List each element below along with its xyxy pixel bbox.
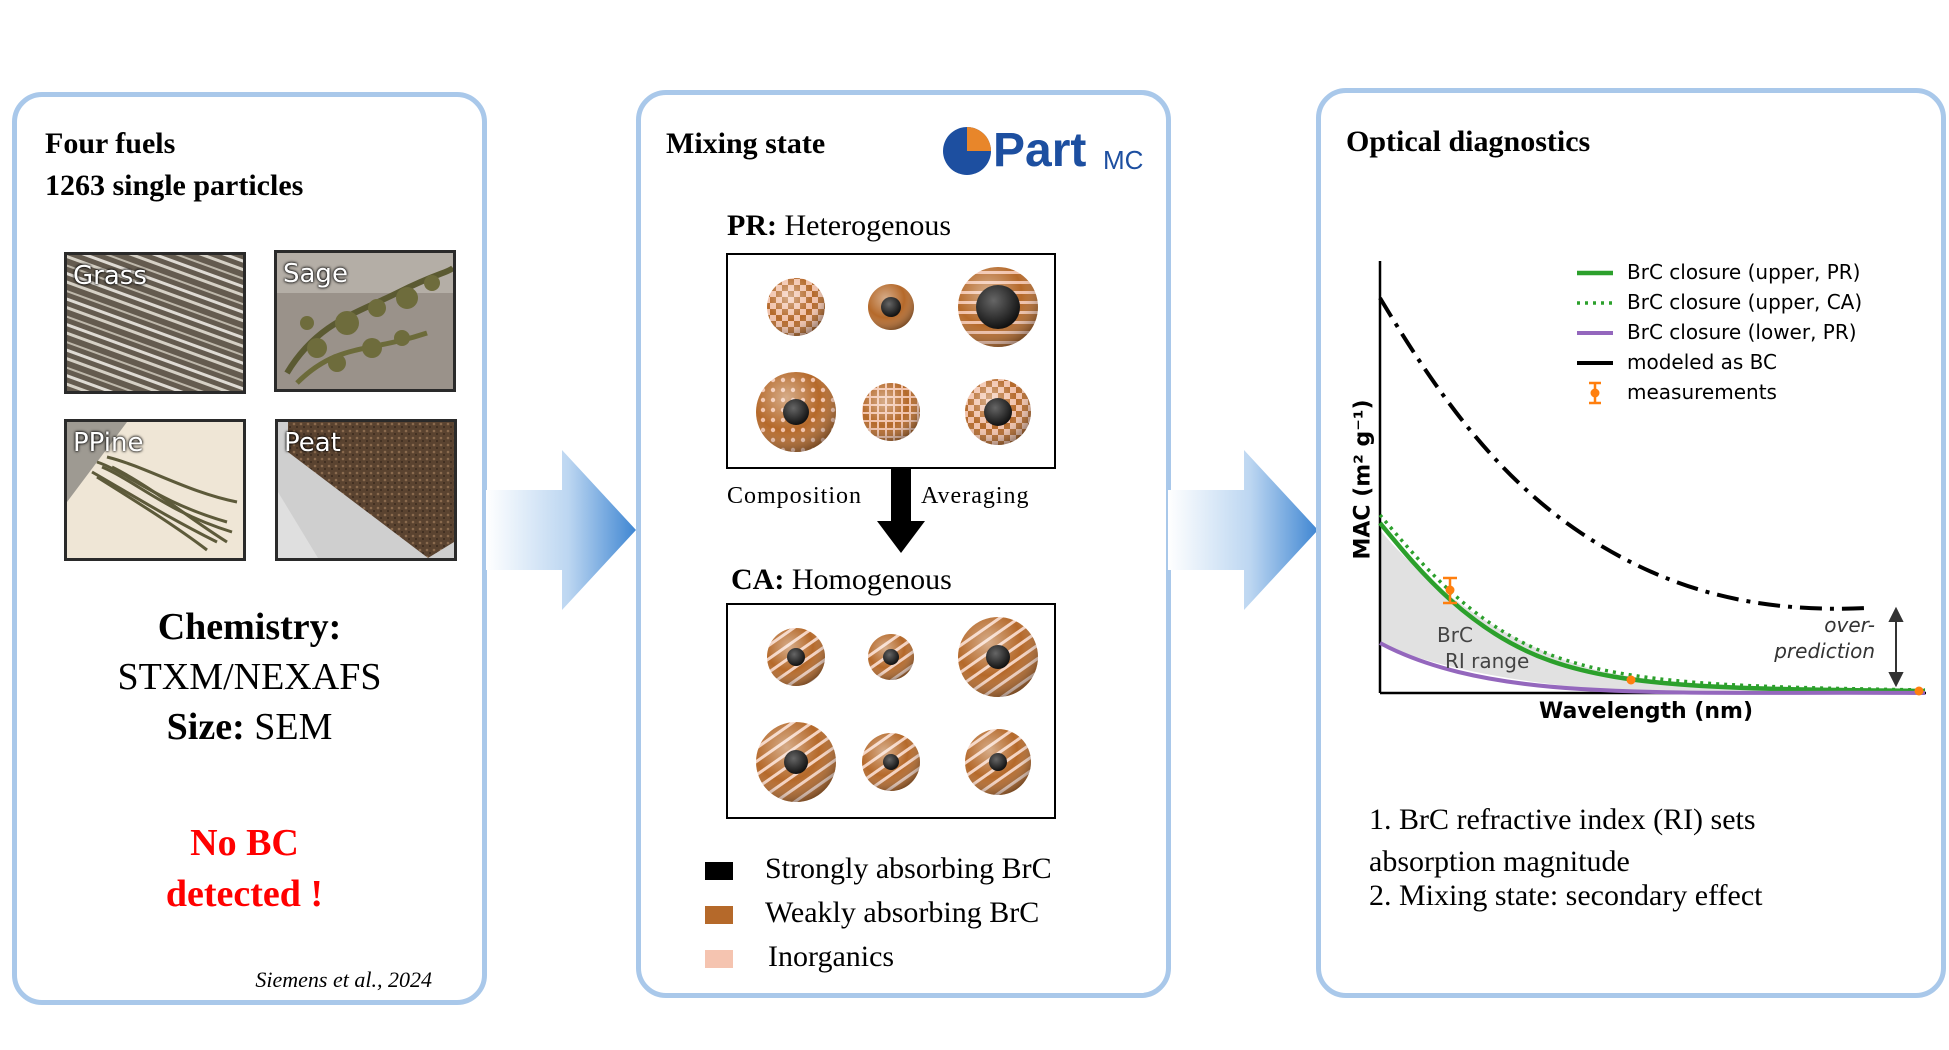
x-axis-label: Wavelength (nm) — [1539, 699, 1753, 724]
ca-particle-5 — [862, 733, 920, 791]
grass-photo: Grass — [64, 252, 246, 394]
sage-image — [277, 253, 453, 389]
legend-label-weak: Weakly absorbing BrC — [765, 896, 1040, 929]
pr-particle-4 — [756, 372, 836, 452]
pr-particle-5 — [862, 383, 920, 441]
ca-heading: CA: Homogenous — [731, 563, 952, 597]
ri-range-label-line2: RI range — [1445, 649, 1530, 673]
series-modeled-bc — [1378, 296, 1869, 611]
fuels-panel: Four fuels 1263 single particles Grass S… — [12, 92, 487, 1005]
sage-label: Sage — [283, 259, 348, 289]
optical-title: Optical diagnostics — [1346, 125, 1591, 158]
chemistry-method: STXM/NEXAFS — [117, 656, 382, 698]
ca-particles — [756, 617, 1038, 802]
peat-photo: Peat — [275, 419, 457, 561]
note-1-line1: 1. BrC refractive index (RI) sets — [1369, 803, 1756, 836]
pr-description: Heterogenous — [784, 209, 952, 242]
series-upper-ca — [1378, 513, 1926, 692]
ppine-label: PPine — [73, 428, 144, 458]
flow-arrow-1 — [486, 450, 636, 610]
legend-marker-measurements — [1589, 381, 1601, 405]
fuels-title-line1: Four fuels — [45, 127, 176, 160]
fuels-title-line2: 1263 single particles — [45, 169, 304, 202]
overprediction-arrow — [1888, 606, 1904, 688]
note-1-line2: absorption magnitude — [1369, 845, 1630, 878]
ca-particle-6 — [965, 729, 1031, 795]
size-line: Size: SEM — [17, 705, 482, 749]
ca-particle-2 — [868, 634, 914, 680]
legend-label-measurements: measurements — [1627, 380, 1777, 404]
legend-swatch-inorganics — [705, 950, 733, 968]
overprediction-label-line2: prediction — [1774, 639, 1875, 663]
legend-label-lower-pr: BrC closure (lower, PR) — [1627, 320, 1857, 344]
ca-label: CA: — [731, 563, 785, 596]
grass-image — [67, 255, 243, 391]
ca-particle-4 — [756, 722, 836, 802]
no-bc-line1: No BC — [190, 822, 299, 864]
composition-label: Composition — [727, 483, 863, 509]
pr-label: PR: — [727, 209, 777, 242]
pr-particles — [756, 267, 1038, 452]
citation: Siemens et al., 2024 — [255, 967, 432, 992]
legend-label-modeled-bc: modeled as BC — [1627, 350, 1777, 374]
pr-particle-1 — [767, 278, 825, 336]
grass-label: Grass — [73, 261, 147, 291]
measurement-point-1 — [1445, 585, 1455, 595]
ri-range-label-line1: BrC — [1437, 623, 1473, 647]
mac-chart — [1378, 261, 1926, 696]
partmc-logo-text: Part — [993, 124, 1087, 177]
peat-image — [278, 422, 454, 558]
flow-arrow-2 — [1168, 450, 1318, 610]
mixing-state-panel: Mixing state Part MC PR: Heterogenous Co… — [636, 90, 1171, 998]
pr-particle-3 — [958, 267, 1038, 347]
ca-particle-box — [726, 603, 1056, 819]
averaging-arrow — [877, 469, 925, 553]
chemistry-label: Chemistry: — [157, 606, 342, 648]
no-bc-line2: detected ! — [165, 873, 324, 915]
series-upper-pr — [1378, 521, 1926, 694]
measurement-point-2 — [1626, 675, 1636, 685]
mixing-state-title: Mixing state — [666, 127, 826, 160]
size-method: SEM — [254, 706, 333, 748]
legend-label-strong: Strongly absorbing BrC — [765, 852, 1052, 885]
measurement-points — [1443, 576, 1924, 696]
pr-heading: PR: Heterogenous — [727, 209, 951, 243]
ri-range-shading — [1380, 530, 1799, 691]
partmc-logo-suffix: MC — [1103, 145, 1144, 175]
pr-particle-6 — [965, 379, 1031, 445]
legend-label-upper-ca: BrC closure (upper, CA) — [1627, 290, 1863, 314]
ca-description: Homogenous — [791, 563, 952, 596]
legend-label-inorganics: Inorganics — [768, 940, 895, 973]
chemistry-line: Chemistry: — [17, 605, 482, 649]
legend-swatch-weak — [705, 906, 733, 924]
measurement-point-3 — [1914, 686, 1924, 696]
note-2: 2. Mixing state: secondary effect — [1369, 879, 1763, 912]
optical-diagnostics-panel: Optical diagnostics — [1316, 88, 1946, 998]
sage-photo: Sage — [274, 250, 456, 392]
series-lower-pr — [1379, 641, 1926, 695]
pr-particle-2 — [868, 284, 914, 330]
ppine-image — [67, 422, 243, 558]
averaging-label: Averaging — [921, 483, 1030, 509]
overprediction-label-line1: over- — [1824, 613, 1875, 637]
pr-particle-box — [726, 253, 1056, 469]
ppine-photo: PPine — [64, 419, 246, 561]
peat-label: Peat — [284, 428, 341, 458]
size-label: Size: — [166, 706, 245, 748]
ca-particle-3 — [958, 617, 1038, 697]
legend-swatch-strong — [705, 862, 733, 880]
partmc-logo-icon — [943, 127, 991, 175]
ca-particle-1 — [767, 628, 825, 686]
legend-label-upper-pr: BrC closure (upper, PR) — [1627, 260, 1861, 284]
y-axis-label: MAC (m² g⁻¹) — [1350, 399, 1376, 560]
partmc-logo: Part MC — [941, 123, 1161, 179]
chart-legend — [1577, 270, 1613, 405]
